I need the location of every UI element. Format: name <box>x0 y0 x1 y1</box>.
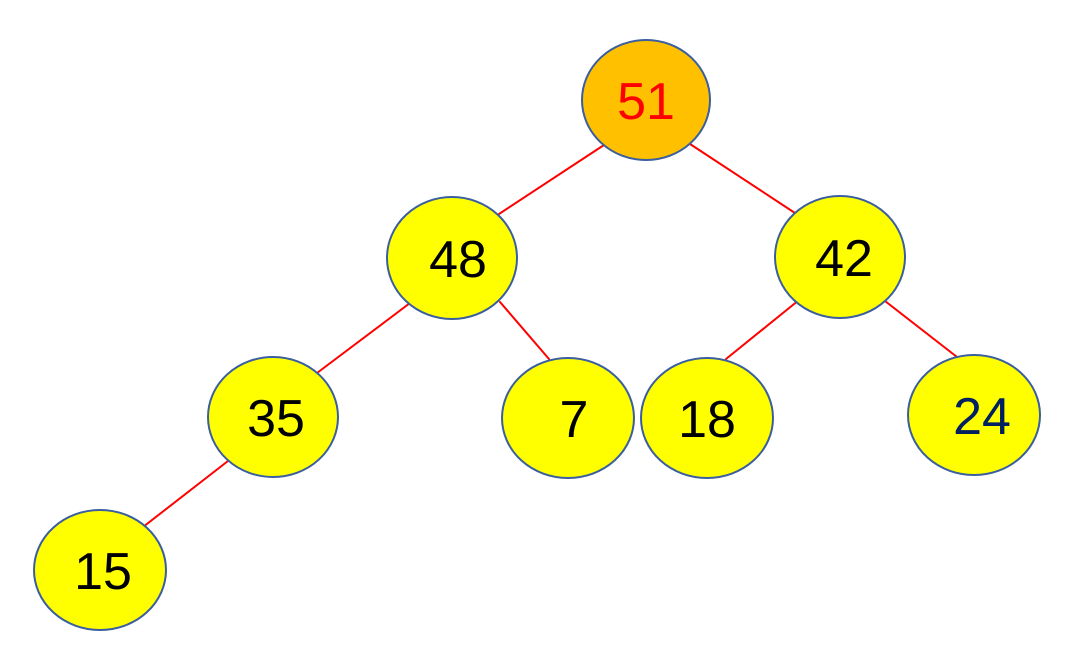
edge-layer <box>142 143 958 528</box>
tree-node[interactable]: 48 <box>386 196 518 320</box>
node-circle[interactable] <box>907 354 1041 476</box>
node-label: 7 <box>560 391 589 449</box>
node-label: 18 <box>678 391 736 449</box>
node-circle[interactable] <box>581 39 711 161</box>
node-label: 48 <box>429 231 487 289</box>
tree-node[interactable]: 35 <box>207 356 339 478</box>
node-circle[interactable] <box>207 356 339 478</box>
tree-node[interactable]: 18 <box>640 357 774 479</box>
tree-edge <box>689 143 799 216</box>
tree-node[interactable]: 24 <box>907 354 1041 476</box>
node-circle[interactable] <box>33 509 167 631</box>
tree-edge <box>142 460 229 528</box>
node-circle[interactable] <box>501 357 635 479</box>
tree-edge <box>884 300 958 358</box>
node-layer: 51 48 42 35 7 18 24 15 <box>33 39 1041 631</box>
node-circle[interactable] <box>774 195 906 319</box>
node-label: 15 <box>74 543 132 601</box>
tree-edge <box>499 301 550 360</box>
node-label: 24 <box>953 388 1011 446</box>
tree-node[interactable]: 42 <box>774 195 906 319</box>
node-label: 42 <box>815 230 873 288</box>
node-circle[interactable] <box>386 196 518 320</box>
tree-node[interactable]: 15 <box>33 509 167 631</box>
tree-edge <box>725 299 800 360</box>
node-label: 35 <box>247 390 305 448</box>
tree-node[interactable]: 51 <box>581 39 711 161</box>
tree-edge <box>495 144 605 217</box>
node-circle[interactable] <box>640 357 774 479</box>
node-label: 51 <box>617 73 675 131</box>
tree-edge <box>316 302 411 374</box>
tree-node[interactable]: 7 <box>501 357 635 479</box>
